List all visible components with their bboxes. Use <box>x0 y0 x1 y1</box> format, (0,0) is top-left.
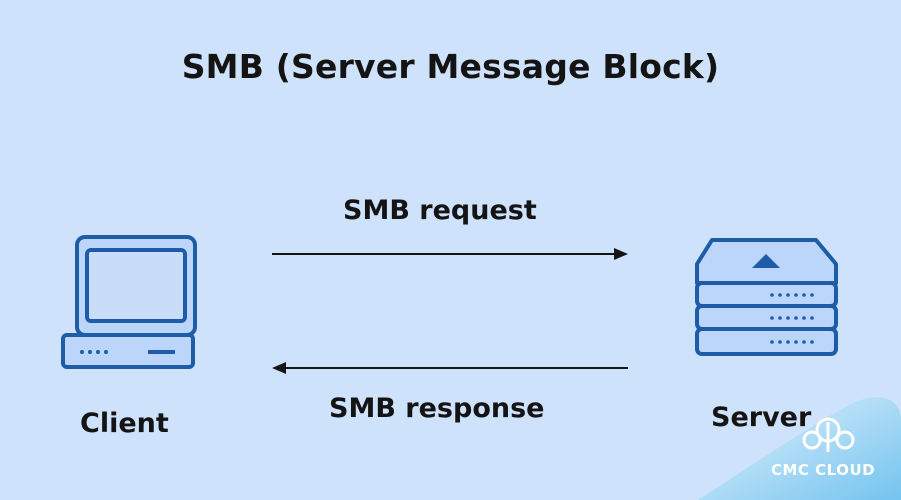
response-label: SMB response <box>329 393 545 424</box>
client-label: Client <box>80 408 169 439</box>
server-icon <box>695 238 838 356</box>
computer-icon <box>61 235 197 369</box>
request-label: SMB request <box>343 195 537 226</box>
brand-logo-text: CMC CLOUD <box>771 461 876 479</box>
response-arrow <box>272 362 628 374</box>
request-arrow <box>272 248 628 260</box>
cloud-icon <box>802 417 855 452</box>
server-label: Server <box>711 402 812 433</box>
page-title: SMB (Server Message Block) <box>181 47 720 86</box>
